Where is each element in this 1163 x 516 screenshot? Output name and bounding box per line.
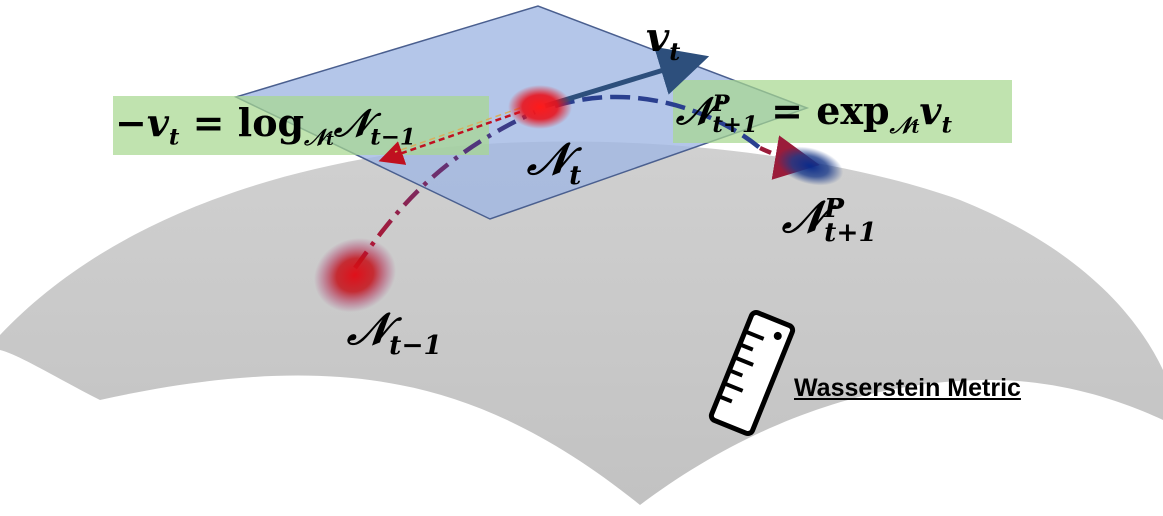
log-map-box [113,96,489,155]
metric-label: Wasserstein Metric [794,374,1021,402]
log-map-arrow-shadow [394,107,521,153]
label-vt: vt [646,14,681,66]
label-log-map: −vt = log𝒩t𝒩t−1 [115,100,416,151]
ruler-icon [708,309,796,437]
gaussian-predicted [776,146,844,186]
trajectory-predicted [554,94,762,150]
manifold-surface [0,141,1163,506]
trajectory-past [353,109,536,270]
label-n-t: 𝒩t [527,134,582,191]
log-map-arrow [378,110,521,165]
gaussian-current [508,85,572,129]
label-n-prev: 𝒩t−1 [347,304,442,361]
gaussian-previous [314,237,396,313]
exp-map-box [673,80,1012,143]
